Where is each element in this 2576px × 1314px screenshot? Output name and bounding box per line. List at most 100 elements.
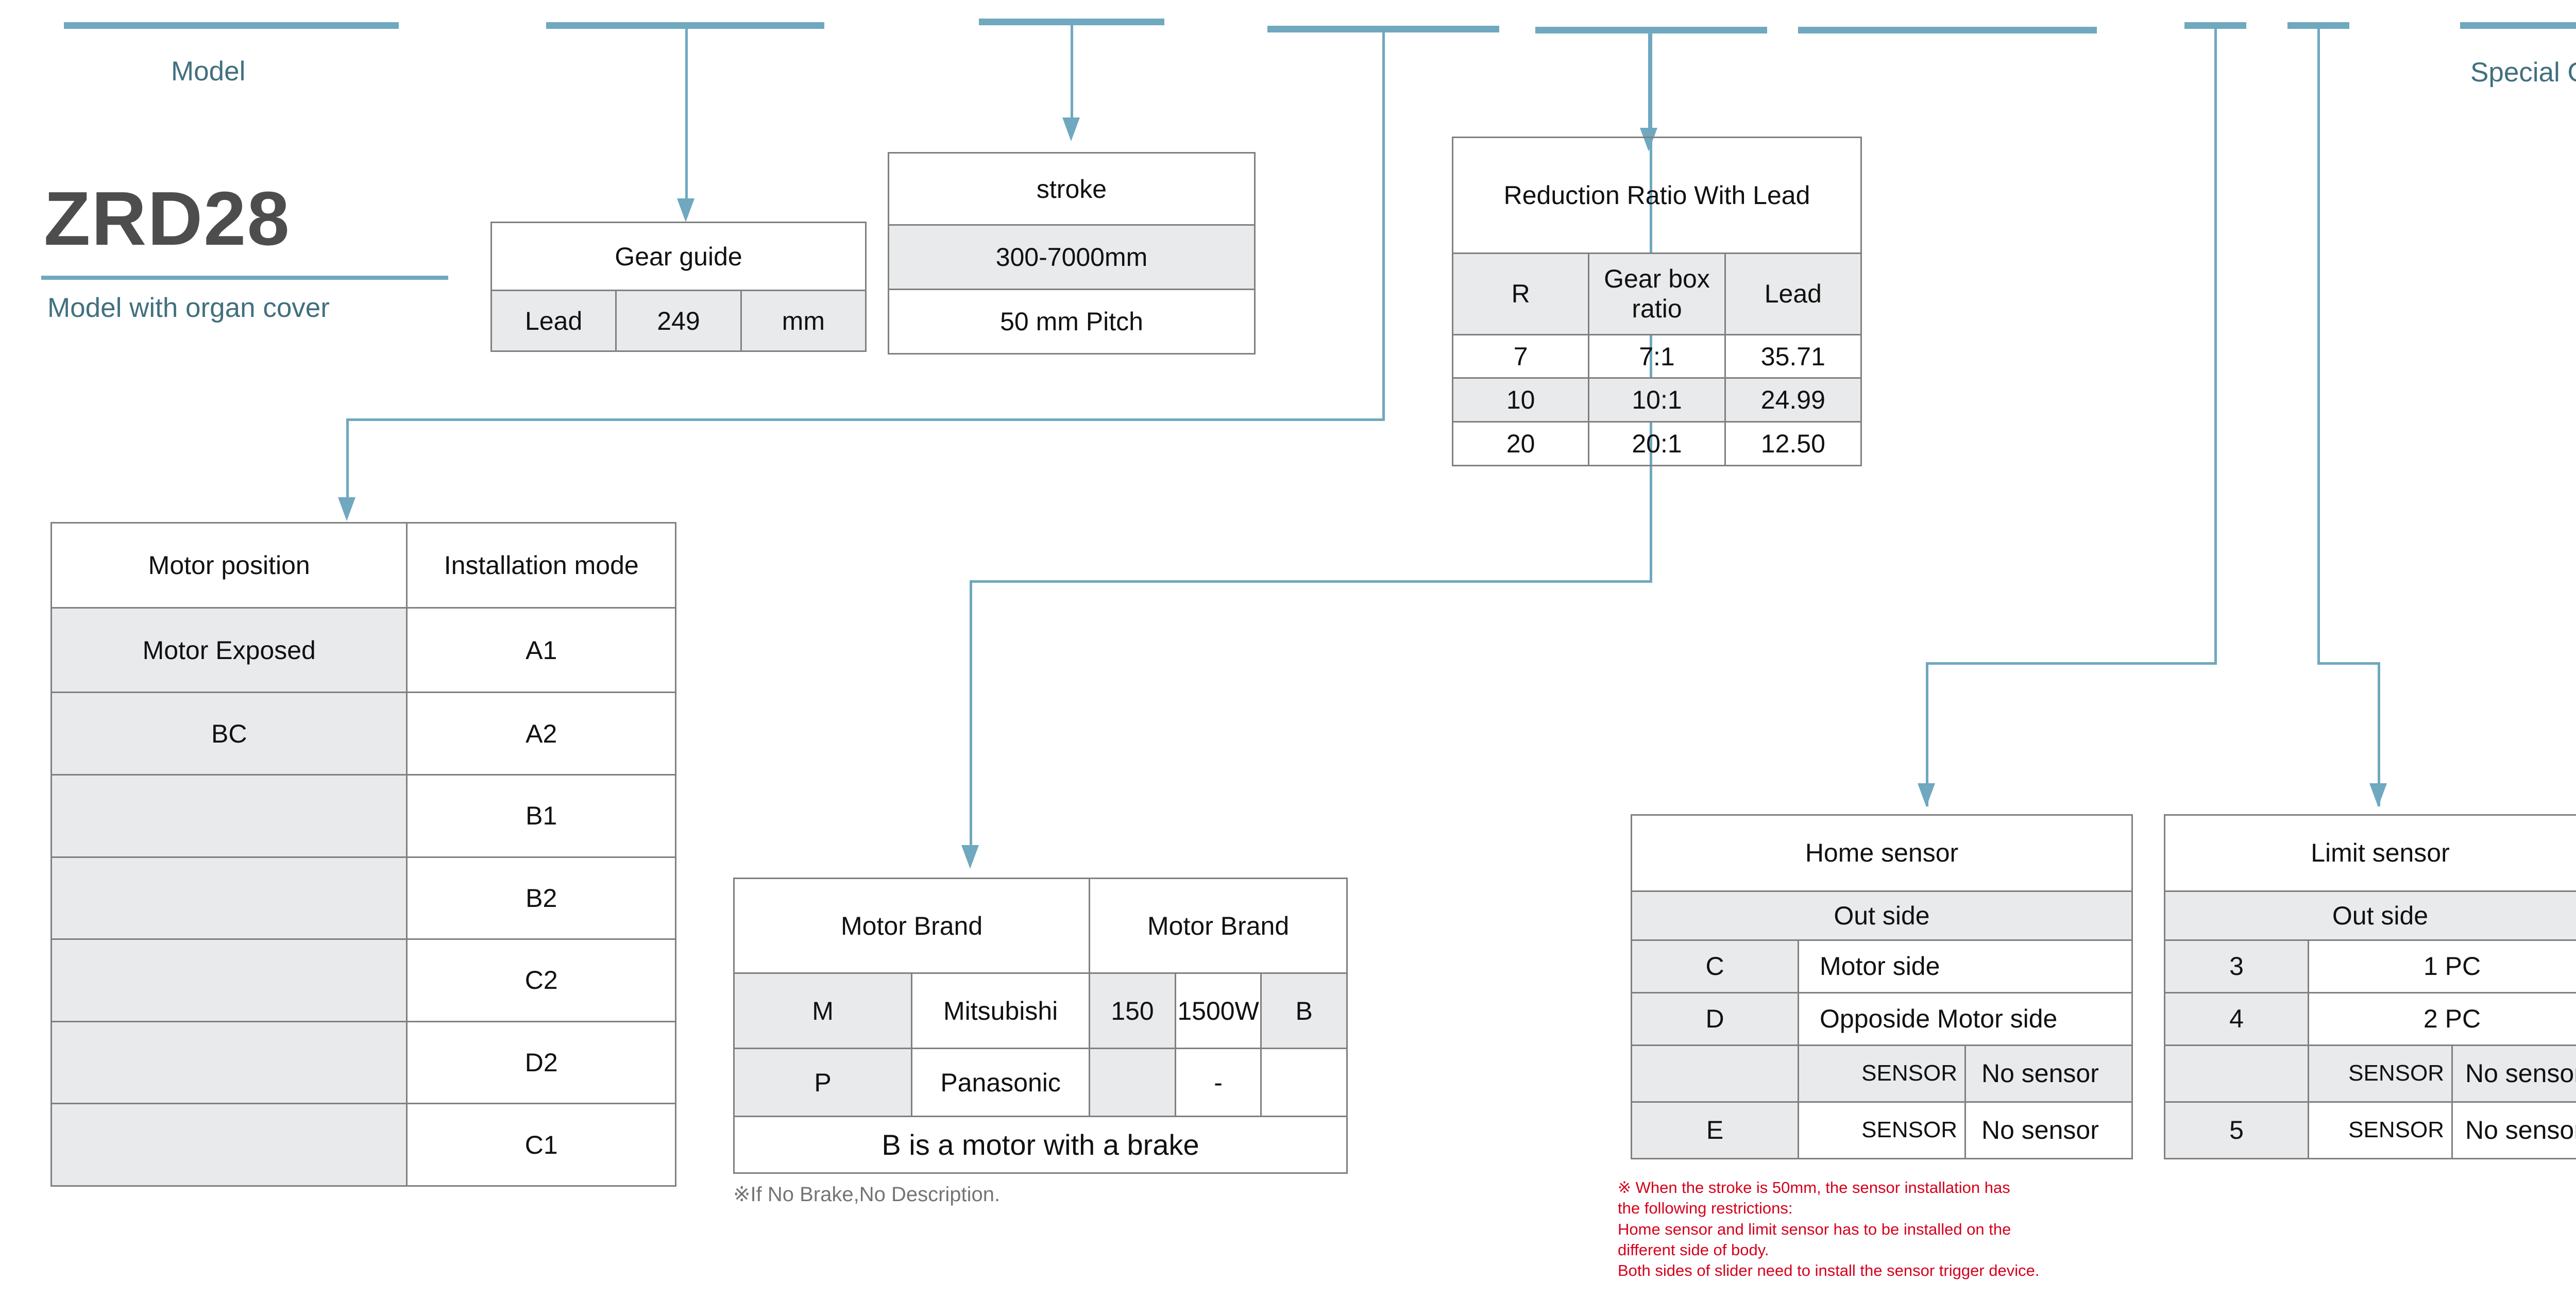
reduction-header-r: R [1451,252,1590,335]
leader-arrow-limit-sensor [2369,783,2387,807]
reduction-header-gear-box-ratio: Gear box ratio [1588,252,1726,335]
leader-line-reduction [1648,30,1651,136]
gear-guide-lead-value: 249 [615,290,742,352]
gear-guide-lead-label: Lead [490,290,617,352]
home-sensor-title: Home sensor [1631,814,2133,892]
motor-power-value: 1500W [1174,972,1262,1050]
stroke-table: stroke 300-7000mm 50 mm Pitch [888,152,1256,355]
stroke-pitch: 50 mm Pitch [888,289,1256,355]
motor-brand-code: M [733,972,913,1050]
motor-brand-name: Mitsubishi [911,972,1091,1050]
limit-sensor-title: Limit sensor [2164,814,2576,892]
gear-guide-title: Gear guide [490,222,867,291]
limit-sensor-value: No sensor [2451,1101,2576,1160]
limit-sensor-code: 3 [2164,939,2309,993]
motor-brake-code: B [1260,972,1348,1050]
limit-sensor-label: SENSOR [2308,1101,2453,1160]
motor-brand-table: Motor Brand Motor Brand M Mitsubishi 150… [733,877,1348,1174]
stroke-range: 300-7000mm [888,224,1256,290]
reduction-row-ratio: 10:1 [1588,377,1726,423]
leader-bar-reduction [1798,27,2097,33]
reduction-row-lead: 35.71 [1724,333,1862,379]
motor-position-header-mode: Installation mode [406,522,676,609]
home-sensor-table: Home sensor Out side C Motor side D Oppo… [1631,814,2133,1160]
leader-line-home-sensor-h [1926,662,2217,665]
stroke-title: stroke [888,152,1256,226]
leader-arrow-motor-position [338,497,355,521]
leader-line-stroke [1071,22,1073,123]
leader-line-motor-brand-v2 [970,580,972,861]
leader-line-gear-guide [685,26,688,204]
leader-arrow-stroke [1062,117,1080,141]
limit-sensor-code [2164,1044,2309,1103]
motor-position-mode: A2 [406,692,676,776]
motor-brake-code [1260,1048,1348,1118]
motor-brand-name: Panasonic [911,1048,1091,1118]
motor-position-mode: A1 [406,607,676,694]
reduction-row-lead: 12.50 [1724,421,1862,466]
limit-sensor-code: 4 [2164,991,2309,1046]
motor-position-cell: Motor Exposed [50,607,408,694]
reduction-row-ratio: 20:1 [1588,421,1726,466]
leader-bar-model [64,22,399,29]
leader-line-limit-sensor-v1 [2317,26,2320,665]
leader-arrow-home-sensor [1918,783,1935,807]
home-sensor-value: No sensor [1964,1044,2133,1103]
gear-guide-lead-unit: mm [740,290,867,352]
motor-brand-title-right: Motor Brand [1089,877,1348,974]
warning-note: ※ When the stroke is 50mm, the sensor in… [1618,1178,2040,1280]
motor-position-table: Motor position Installation mode Motor E… [50,522,676,1187]
motor-power-value: - [1174,1048,1262,1118]
leader-line-limit-sensor-h [2317,662,2380,665]
leader-arrow-motor-brand [961,845,979,869]
home-sensor-label: Opposide Motor side [1798,991,2133,1046]
limit-sensor-label: 1 PC [2308,939,2576,993]
motor-position-header-position: Motor position [50,522,408,609]
model-subtitle: Model with organ cover [47,293,330,323]
home-sensor-label: SENSOR [1798,1044,1966,1103]
home-sensor-code [1631,1044,1799,1103]
motor-brand-title-left: Motor Brand [733,877,1091,974]
leader-bar-special-order [2460,22,2576,29]
motor-position-cell [50,1020,408,1105]
limit-sensor-label: SENSOR [2308,1044,2453,1103]
home-sensor-code: D [1631,991,1799,1046]
home-sensor-code: E [1631,1101,1799,1160]
reduction-row-r: 10 [1451,377,1590,423]
leader-line-motor-position-v1 [1382,29,1385,420]
gear-guide-table: Gear guide Lead 249 mm [490,222,867,352]
limit-sensor-table: Limit sensor Out side 3 1 PC 4 2 PC SENS… [2164,814,2576,1160]
motor-position-cell [50,938,408,1022]
model-underline [41,276,448,280]
leader-line-motor-position-v2 [346,418,349,514]
motor-brand-footer: B is a motor with a brake [733,1116,1348,1174]
limit-sensor-code: 5 [2164,1101,2309,1160]
reduction-header-lead: Lead [1724,252,1862,335]
motor-position-cell [50,774,408,858]
leader-line-motor-position-h [346,418,1385,421]
home-sensor-label: SENSOR [1798,1101,1966,1160]
motor-position-mode: C1 [406,1103,676,1187]
leader-line-home-sensor-v1 [2214,26,2217,665]
reduction-row-r: 7 [1451,333,1590,379]
leader-bar-stroke [979,19,1164,25]
reduction-ratio-title: Reduction Ratio With Lead [1452,136,1862,255]
reduction-ratio-table: Reduction Ratio With Lead R Gear box rat… [1451,136,1862,466]
leader-line-home-sensor-v2 [1926,662,1928,806]
home-sensor-subheader: Out side [1631,890,2133,941]
leader-arrow-gear-guide [677,198,694,222]
home-sensor-code: C [1631,939,1799,993]
leader-line-motor-brand-h [970,580,1652,583]
label-special-order: Special Order No. [2470,57,2576,88]
motor-position-mode: D2 [406,1020,676,1105]
limit-sensor-value: No sensor [2451,1044,2576,1103]
leader-line-limit-sensor-v2 [2378,662,2380,806]
motor-position-mode: B1 [406,774,676,858]
motor-power-code: 150 [1089,972,1176,1050]
label-model: Model [171,56,246,87]
model-code: ZRD28 [44,176,291,261]
leader-bar-home-sensor [2184,22,2246,29]
reduction-row-ratio: 7:1 [1588,333,1726,379]
leader-bar-limit-sensor [2287,22,2349,29]
motor-position-mode: C2 [406,938,676,1022]
